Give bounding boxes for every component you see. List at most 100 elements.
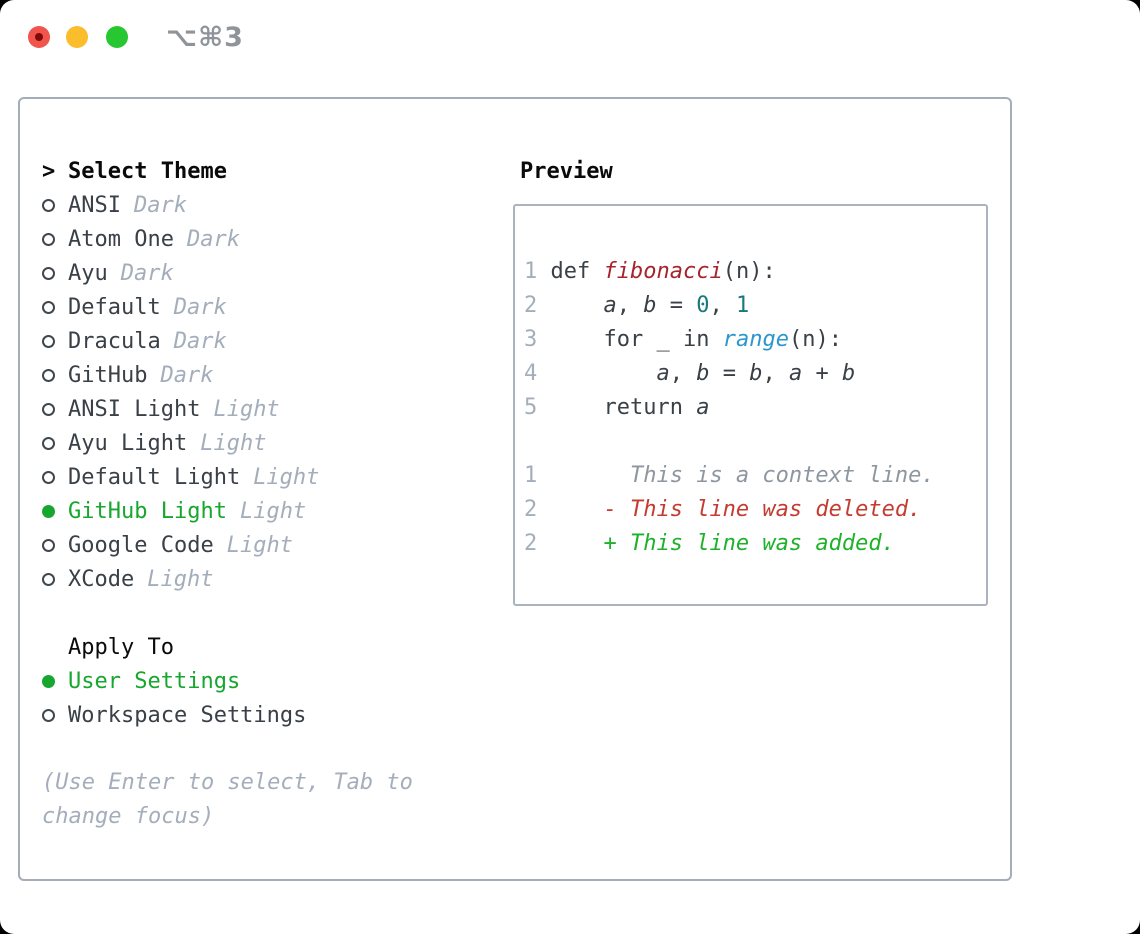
zoom-button[interactable] <box>106 26 128 48</box>
code-token: def <box>550 259 604 284</box>
theme-option-ayu[interactable]: Ayu Dark <box>42 256 492 290</box>
code-token: , <box>616 293 644 318</box>
line-number: 2 <box>524 293 551 318</box>
theme-name: ANSI <box>68 192 121 218</box>
radio-slot <box>42 674 68 688</box>
code-line: 5 return a <box>524 391 986 425</box>
code-token: in <box>682 327 710 352</box>
code-token <box>551 395 604 420</box>
radio-selected-icon <box>42 674 55 688</box>
code-token: _ <box>643 327 683 352</box>
code-token: return <box>603 395 683 420</box>
theme-variant-tag: Dark <box>160 362 214 388</box>
theme-option-github[interactable]: GitHub Dark <box>42 358 492 392</box>
apply-to-header-row: Apply To <box>42 630 492 664</box>
code-token <box>551 293 604 318</box>
code-token: , <box>709 293 736 318</box>
radio-icon <box>42 266 55 280</box>
code-token: b <box>643 293 657 318</box>
apply-option-workspace-settings[interactable]: Workspace Settings <box>42 698 492 732</box>
spacer <box>42 596 492 630</box>
line-number: 2 <box>524 531 551 556</box>
apply-option-user-settings[interactable]: User Settings <box>42 664 492 698</box>
theme-name: Dracula <box>68 328 161 354</box>
apply-to-title: Apply To <box>68 634 174 660</box>
code-token: = <box>656 293 697 318</box>
code-token: a <box>788 361 803 386</box>
radio-slot <box>42 198 68 212</box>
code-token: = <box>709 361 750 386</box>
apply-option-label: Workspace Settings <box>68 702 307 728</box>
theme-option-github-light[interactable]: GitHub Light Light <box>42 494 492 528</box>
line-number: 1 <box>524 259 551 284</box>
code-token <box>683 395 696 420</box>
radio-slot <box>42 436 68 450</box>
radio-icon <box>42 538 55 552</box>
code-token <box>551 327 604 352</box>
radio-icon <box>42 708 55 722</box>
line-number: 3 <box>524 327 551 352</box>
theme-name: Atom One <box>68 226 174 252</box>
radio-slot <box>42 334 68 348</box>
close-dot-icon <box>35 33 43 41</box>
radio-icon <box>42 232 55 246</box>
code-token: a <box>603 293 617 318</box>
code-token: b <box>841 361 856 386</box>
radio-icon <box>42 368 55 382</box>
code-token: , <box>762 361 789 386</box>
radio-slot <box>42 538 68 552</box>
hint-text: (Use Enter to select, Tab to change focu… <box>42 770 413 829</box>
code-token: This is a context line. <box>550 463 935 488</box>
radio-icon <box>42 470 55 484</box>
code-token: a <box>696 395 710 420</box>
code-token: for <box>603 327 644 352</box>
preview-title: Preview <box>520 158 613 184</box>
theme-variant-tag: Dark <box>173 294 227 320</box>
theme-name: Default <box>68 294 161 320</box>
theme-variant-tag: Light <box>226 532 293 558</box>
picker-title: Select Theme <box>68 158 227 184</box>
theme-variant-tag: Light <box>213 396 280 422</box>
theme-option-default[interactable]: Default Dark <box>42 290 492 324</box>
theme-option-ansi-light[interactable]: ANSI Light Light <box>42 392 492 426</box>
theme-variant-tag: Dark <box>120 260 174 286</box>
line-number: 2 <box>524 497 551 522</box>
radio-icon <box>42 402 55 416</box>
code-token: (n): <box>722 259 776 284</box>
theme-variant-tag: Light <box>239 498 307 524</box>
radio-icon <box>42 334 55 348</box>
close-button[interactable] <box>28 26 50 48</box>
theme-name: GitHub Light <box>68 498 227 524</box>
radio-icon <box>42 198 55 212</box>
picker-header-row: > Select Theme <box>42 154 492 188</box>
code-line: 2 + This line was added. <box>524 527 986 561</box>
code-token: 1 <box>735 293 750 318</box>
theme-variant-tag: Light <box>253 464 320 490</box>
code-token: (n): <box>788 327 842 352</box>
theme-name: ANSI Light <box>68 396 201 422</box>
radio-slot <box>42 300 68 314</box>
code-token: b <box>696 361 710 386</box>
line-number: 5 <box>524 395 551 420</box>
minimize-button[interactable] <box>66 26 88 48</box>
code-token: a <box>656 361 670 386</box>
theme-name: Ayu <box>68 260 108 286</box>
code-token: range <box>722 327 789 352</box>
line-number: 1 <box>524 463 551 488</box>
theme-name: Ayu Light <box>68 430 188 456</box>
theme-name: GitHub <box>68 362 148 388</box>
window-titlebar: ⌥⌘3 <box>0 0 1140 72</box>
code-line: 4 a, b = b, a + b <box>524 357 986 391</box>
code-token: + This line was added. <box>550 531 895 556</box>
